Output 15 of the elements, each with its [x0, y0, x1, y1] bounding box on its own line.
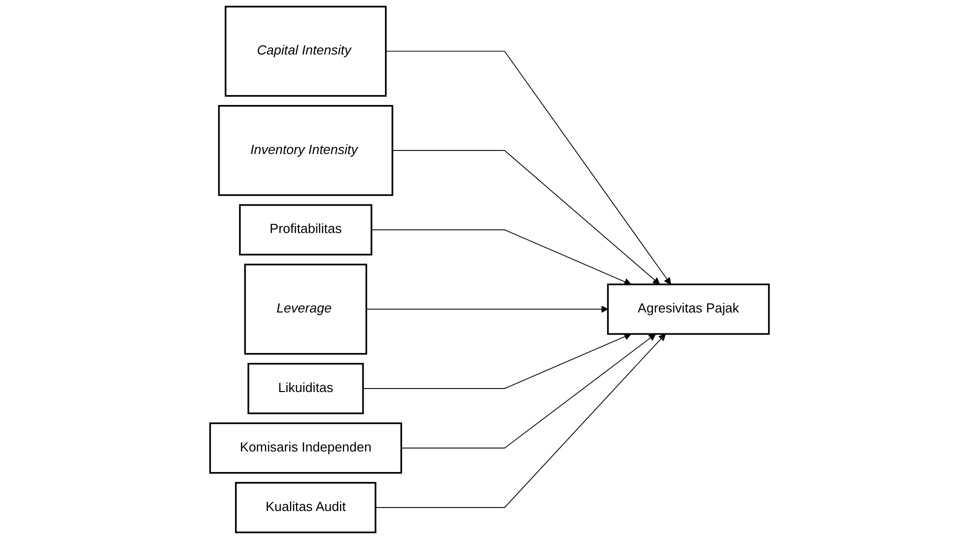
arrow	[392, 150, 660, 285]
arrow	[375, 334, 666, 508]
node-box: Leverage	[244, 264, 368, 355]
node-box: Profitabilitas	[239, 204, 372, 256]
arrow	[371, 229, 632, 286]
node-box: Agresivitas Pajak	[607, 284, 770, 335]
node-box: Kualitas Audit	[235, 482, 376, 534]
node-box: Komisaris Independen	[209, 422, 402, 474]
arrow	[366, 306, 608, 313]
node-box: Capital Intensity	[224, 6, 387, 97]
arrow	[362, 333, 632, 389]
arrow	[400, 334, 656, 448]
node-box: Likuiditas	[248, 362, 364, 414]
node-box: Inventory Intensity	[218, 104, 394, 196]
arrow	[385, 50, 672, 285]
